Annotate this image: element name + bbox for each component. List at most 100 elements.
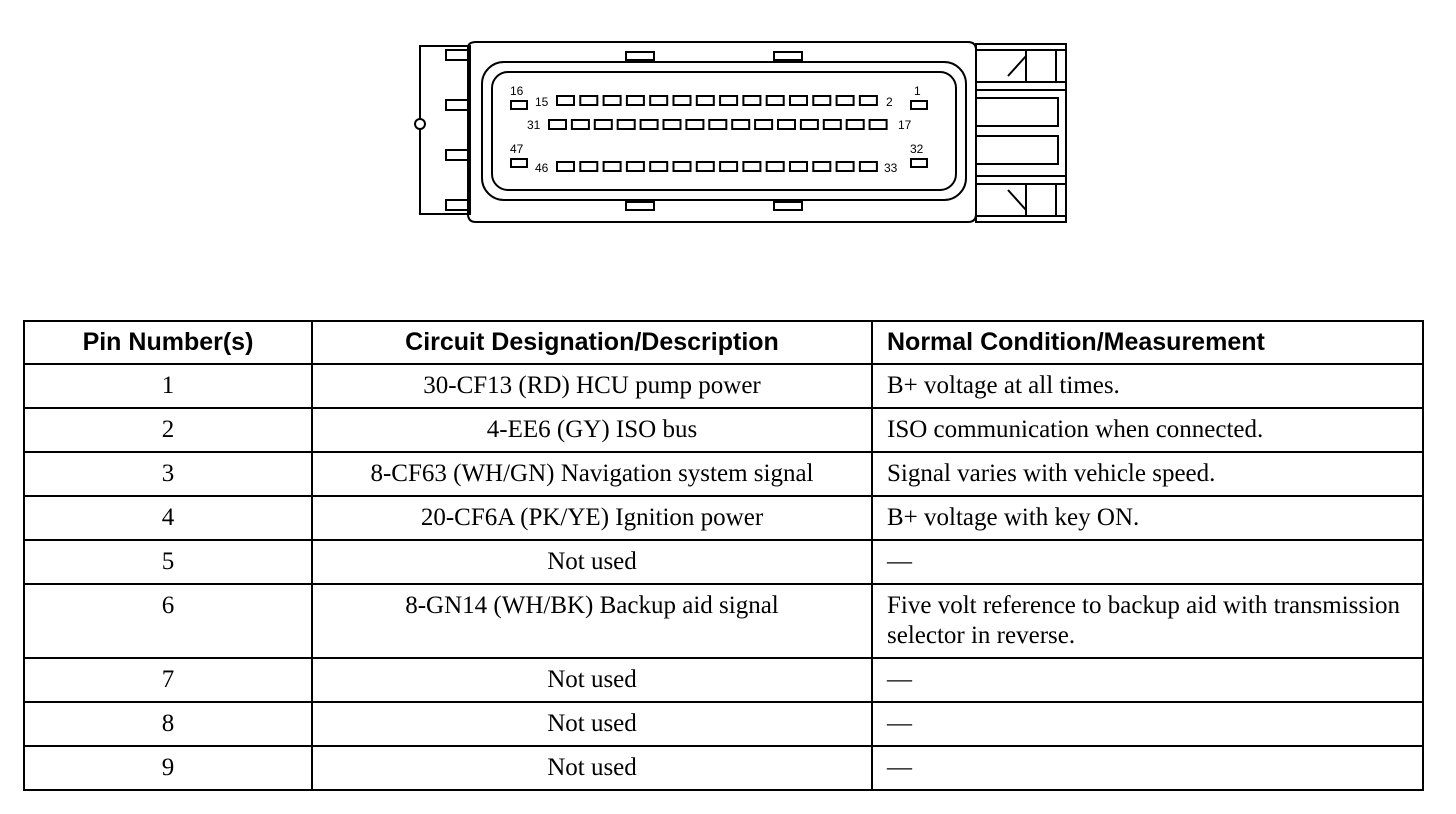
pin-cavity bbox=[765, 161, 785, 172]
circuit-cell: Not used bbox=[311, 657, 873, 703]
connector-body bbox=[467, 41, 977, 223]
pin-cavity bbox=[777, 119, 796, 130]
pin-cavity bbox=[685, 119, 705, 130]
pin-cavity bbox=[845, 119, 865, 130]
table-row: 4 20-CF6A (PK/YE) Ignition power B+ volt… bbox=[23, 495, 1424, 541]
pin-cavity bbox=[812, 161, 832, 172]
pin-label-2: 2 bbox=[886, 95, 893, 109]
table-row: 2 4-EE6 (GY) ISO bus ISO communication w… bbox=[23, 407, 1424, 453]
connector-latch-pin bbox=[414, 118, 426, 130]
pin-cell: 7 bbox=[23, 657, 313, 703]
pin-table: Pin Number(s) Circuit Designation/Descri… bbox=[23, 320, 1424, 791]
pin-cavity bbox=[858, 95, 878, 106]
pin-row-1 bbox=[556, 95, 878, 106]
pin-cavity-1 bbox=[910, 100, 928, 110]
pin-cavity bbox=[556, 95, 575, 106]
pin-label-47: 47 bbox=[510, 142, 524, 156]
condition-cell: B+ voltage with key ON. bbox=[871, 495, 1424, 541]
condition-cell: — bbox=[871, 701, 1424, 747]
condition-cell: ISO communication when connected. bbox=[871, 407, 1424, 453]
pin-cavity bbox=[858, 161, 878, 172]
connector-rear-housing bbox=[419, 45, 471, 215]
pin-row-2 bbox=[548, 119, 888, 130]
condition-cell: Signal varies with vehicle speed. bbox=[871, 451, 1424, 497]
pin-cavity bbox=[593, 119, 613, 130]
condition-cell: B+ voltage at all times. bbox=[871, 363, 1424, 409]
condition-cell: Five volt reference to backup aid with t… bbox=[871, 583, 1424, 659]
connector-cavity-inner bbox=[491, 71, 957, 191]
pin-cell: 9 bbox=[23, 745, 313, 791]
header-circuit: Circuit Designation/Description bbox=[311, 320, 873, 365]
table-row: 8 Not used — bbox=[23, 701, 1424, 747]
connector-diagram: 16 15 2 1 31 17 47 46 33 32 bbox=[414, 41, 1067, 223]
pin-cell: 3 bbox=[23, 451, 313, 497]
pin-label-31: 31 bbox=[527, 118, 541, 132]
pin-cavity bbox=[708, 119, 728, 130]
pin-cavity bbox=[639, 119, 659, 130]
circuit-cell: 4-EE6 (GY) ISO bus bbox=[311, 407, 873, 453]
pin-cavity bbox=[579, 95, 599, 106]
pin-label-46: 46 bbox=[535, 161, 549, 175]
table-row: 6 8-GN14 (WH/BK) Backup aid signal Five … bbox=[23, 583, 1424, 659]
pin-cavity bbox=[672, 95, 692, 106]
pin-cavity bbox=[649, 95, 669, 106]
circuit-cell: 30-CF13 (RD) HCU pump power bbox=[311, 363, 873, 409]
pin-cavity bbox=[695, 161, 715, 172]
pin-cavity bbox=[765, 95, 785, 106]
pin-cavity bbox=[625, 95, 645, 106]
pin-cell: 8 bbox=[23, 701, 313, 747]
pin-cavity bbox=[548, 119, 567, 130]
pin-cell: 6 bbox=[23, 583, 313, 659]
pin-cavity bbox=[799, 119, 819, 130]
pin-cavity bbox=[835, 95, 855, 106]
pin-cavity bbox=[742, 95, 762, 106]
circuit-cell: Not used bbox=[311, 701, 873, 747]
table-row: 7 Not used — bbox=[23, 657, 1424, 703]
pin-cavity bbox=[719, 161, 739, 172]
table-header-row: Pin Number(s) Circuit Designation/Descri… bbox=[23, 320, 1424, 365]
pin-cavity bbox=[695, 95, 715, 106]
pin-row-3 bbox=[556, 161, 878, 172]
circuit-cell: Not used bbox=[311, 745, 873, 791]
pin-cavity bbox=[868, 119, 888, 130]
pin-cavity bbox=[789, 95, 808, 106]
pin-label-17: 17 bbox=[898, 118, 912, 132]
pin-cavity bbox=[835, 161, 855, 172]
table-row: 5 Not used — bbox=[23, 539, 1424, 585]
pin-cavity bbox=[731, 119, 751, 130]
pin-label-1: 1 bbox=[914, 84, 921, 98]
pin-cavity bbox=[570, 119, 590, 130]
pin-cavity bbox=[662, 119, 682, 130]
circuit-cell: 8-CF63 (WH/GN) Navigation system signal bbox=[311, 451, 873, 497]
condition-cell: — bbox=[871, 657, 1424, 703]
pin-cavity bbox=[812, 95, 832, 106]
circuit-cell: Not used bbox=[311, 539, 873, 585]
connector-cavity-outer bbox=[481, 61, 967, 201]
pin-cavity bbox=[672, 161, 692, 172]
pin-cell: 4 bbox=[23, 495, 313, 541]
pin-cavity bbox=[754, 119, 774, 130]
pin-cavity-32 bbox=[910, 158, 928, 168]
pin-cavity bbox=[602, 95, 622, 106]
pin-cell: 5 bbox=[23, 539, 313, 585]
pin-cavity bbox=[789, 161, 808, 172]
pin-cavity bbox=[822, 119, 842, 130]
pin-label-16: 16 bbox=[510, 84, 524, 98]
pin-cavity bbox=[556, 161, 575, 172]
table-row: 3 8-CF63 (WH/GN) Navigation system signa… bbox=[23, 451, 1424, 497]
table-row: 1 30-CF13 (RD) HCU pump power B+ voltage… bbox=[23, 363, 1424, 409]
pin-cavity bbox=[602, 161, 622, 172]
header-condition: Normal Condition/Measurement bbox=[871, 320, 1424, 365]
condition-cell: — bbox=[871, 539, 1424, 585]
pin-cavity-16 bbox=[510, 100, 528, 110]
pin-cell: 2 bbox=[23, 407, 313, 453]
pin-label-15: 15 bbox=[535, 95, 549, 109]
condition-cell: — bbox=[871, 745, 1424, 791]
pin-label-32: 32 bbox=[910, 142, 924, 156]
connector-lock-assembly bbox=[975, 43, 1067, 223]
pin-cavity bbox=[625, 161, 645, 172]
circuit-cell: 20-CF6A (PK/YE) Ignition power bbox=[311, 495, 873, 541]
circuit-cell: 8-GN14 (WH/BK) Backup aid signal bbox=[311, 583, 873, 659]
pin-cavity bbox=[742, 161, 762, 172]
pin-cavity bbox=[579, 161, 599, 172]
